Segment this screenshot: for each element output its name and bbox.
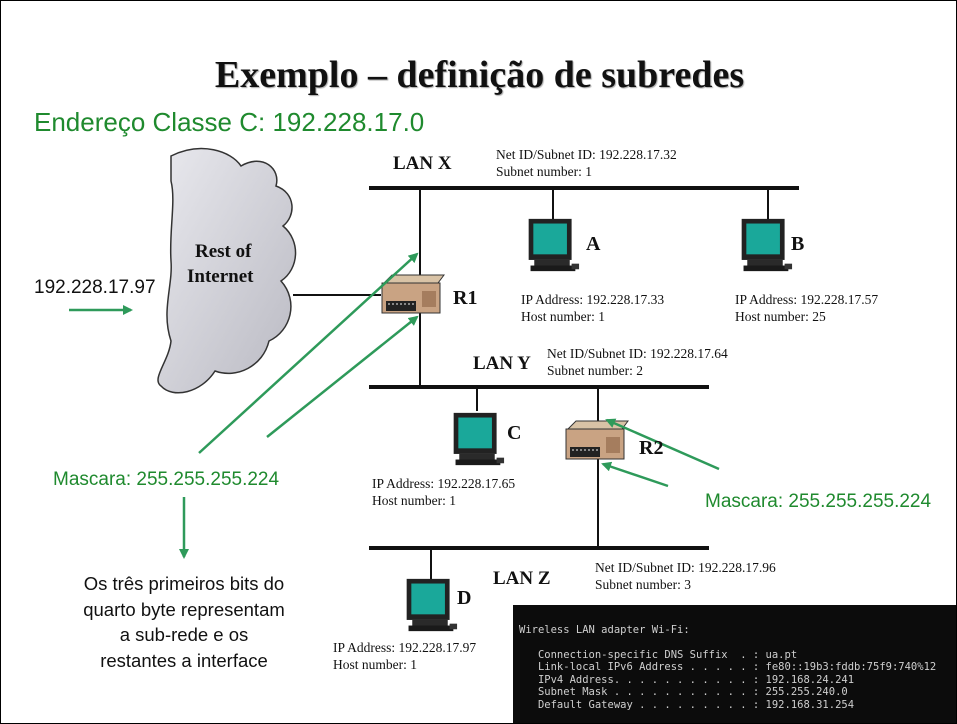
ip-left-label: 192.228.17.97	[34, 277, 156, 298]
lan-x-label: LAN X	[393, 153, 452, 174]
lan-y-subnet: Subnet number: 2	[547, 363, 643, 378]
cloud-label-line1: Rest of	[195, 241, 252, 262]
mask-right-label: Mascara: 255.255.255.224	[705, 491, 932, 512]
explanation-line: a sub-rede e os	[119, 624, 249, 645]
computer-b-icon	[741, 218, 793, 272]
explanation-line: Os três primeiros bits do	[83, 573, 285, 594]
lan-z-label: LAN Z	[493, 568, 551, 589]
terminal-line: Wireless LAN adapter Wi-Fi:	[519, 623, 690, 636]
host-c-info: IP Address: 192.228.17.65 Host number: 1	[372, 475, 515, 509]
terminal-line: Connection-specific DNS Suffix . : ua.pt	[519, 648, 798, 661]
lan-y-netid: Net ID/Subnet ID: 192.228.17.64	[547, 346, 728, 361]
host-a-label: A	[586, 233, 601, 255]
computer-c-icon	[453, 412, 505, 466]
explanation-text: Os três primeiros bits do quarto byte re…	[29, 571, 339, 673]
arrow-mask-r2-a	[605, 418, 720, 471]
lan-z-netid: Net ID/Subnet ID: 192.228.17.96	[595, 560, 776, 575]
internet-cloud	[157, 147, 297, 394]
cloud-label-line2: Internet	[187, 266, 254, 287]
router-r2-icon	[565, 420, 629, 460]
host-d-label: D	[457, 587, 472, 609]
host-a-num: Host number: 1	[521, 309, 605, 324]
router-r1-label: R1	[453, 287, 478, 309]
explanation-line: restantes a interface	[100, 649, 268, 671]
host-c-num: Host number: 1	[372, 493, 456, 508]
host-a-info: IP Address: 192.228.17.33 Host number: 1	[521, 291, 664, 325]
explanation-line: quarto byte representam	[83, 598, 285, 620]
host-d-info: IP Address: 192.228.17.97 Host number: 1	[333, 639, 476, 673]
host-d-num: Host number: 1	[333, 657, 417, 672]
arrow-mask-r2-b	[601, 461, 669, 488]
host-b-num: Host number: 25	[735, 309, 826, 324]
slide-title: Exemplo – definição de subredes	[214, 54, 745, 96]
arrow-mask-r1-b	[266, 315, 419, 438]
terminal-line: Link-local IPv6 Address . . . . . : fe80…	[519, 661, 937, 673]
lan-y-info: Net ID/Subnet ID: 192.228.17.64 Subnet n…	[547, 345, 728, 379]
lan-x-info: Net ID/Subnet ID: 192.228.17.32 Subnet n…	[496, 146, 677, 180]
host-d-ip: IP Address: 192.228.17.97	[333, 640, 477, 655]
computer-d-icon	[406, 578, 458, 632]
computer-a-icon	[528, 218, 580, 272]
lan-x-netid: Net ID/Subnet ID: 192.228.17.32	[496, 147, 677, 162]
lan-z-info: Net ID/Subnet ID: 192.228.17.96 Subnet n…	[595, 559, 776, 593]
lan-z-subnet: Subnet number: 3	[595, 577, 691, 592]
mask-left-label: Mascara: 255.255.255.224	[53, 469, 280, 490]
host-b-info: IP Address: 192.228.17.57 Host number: 2…	[735, 291, 878, 325]
host-b-label: B	[791, 233, 805, 255]
router-r1-icon	[381, 274, 445, 314]
arrow-mask-r1-a	[198, 252, 419, 454]
host-c-label: C	[507, 422, 522, 444]
host-a-ip: IP Address: 192.228.17.33	[521, 292, 665, 307]
slide-subtitle: Endereço Classe C: 192.228.17.0	[34, 107, 425, 137]
terminal-line: Subnet Mask . . . . . . . . . . . : 255.…	[519, 686, 848, 698]
lan-y-label: LAN Y	[473, 353, 531, 374]
terminal-line: IPv4 Address. . . . . . . . . . . : 192.…	[519, 673, 855, 686]
terminal-line: Default Gateway . . . . . . . . . : 192.…	[519, 698, 855, 711]
terminal-output: Wireless LAN adapter Wi-Fi: Connection-s…	[513, 605, 956, 723]
host-b-ip: IP Address: 192.228.17.57	[735, 292, 879, 307]
host-c-ip: IP Address: 192.228.17.65	[372, 476, 516, 491]
router-r2-label: R2	[639, 437, 664, 459]
lan-x-subnet: Subnet number: 1	[496, 164, 592, 179]
terminal-line	[519, 636, 956, 649]
